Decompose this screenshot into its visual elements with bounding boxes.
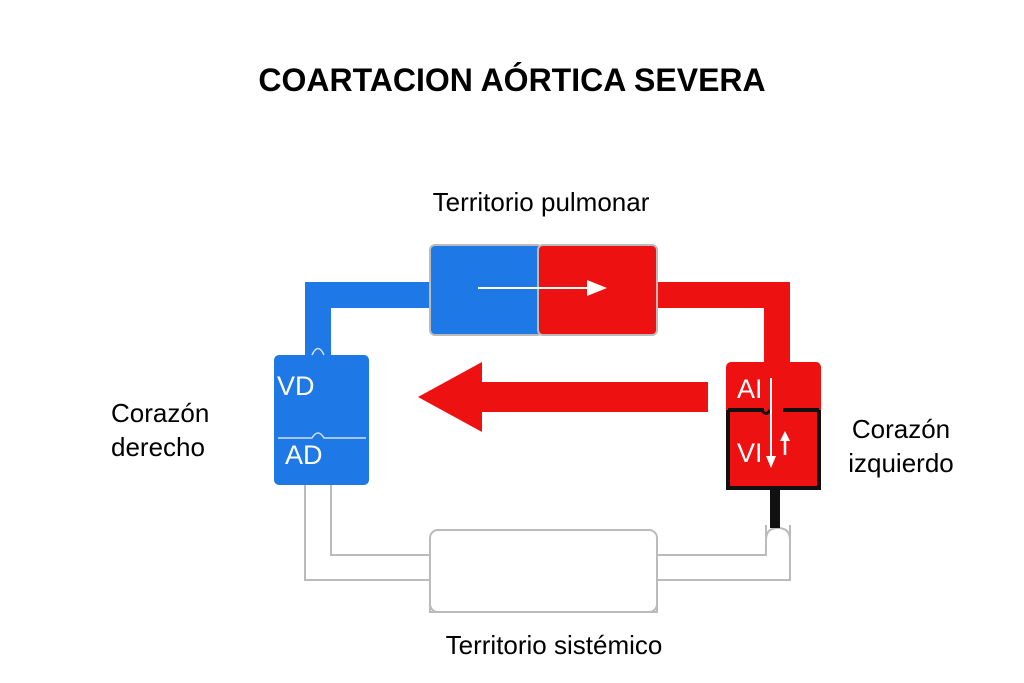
pulmonary-territory-label: Territorio pulmonar [432, 187, 650, 217]
left-ventricle-label: VI [737, 438, 763, 468]
systemic-territory-label: Territorio sistémico [445, 630, 663, 660]
mitral-valve-icon [760, 409, 772, 415]
pulmonary-territory-box [429, 244, 658, 336]
right-heart: VD AD [274, 347, 369, 485]
left-heart: AI VI [726, 362, 821, 490]
right-heart-body [274, 355, 369, 485]
pulmonary-artery-pipe [305, 282, 432, 358]
right-atrium-label: AD [285, 440, 323, 470]
left-heart-label-line2: izquierdo [848, 448, 954, 478]
systemic-circuit [304, 485, 791, 613]
right-heart-label-line2: derecho [111, 432, 205, 462]
left-heart-label-line1: Corazón [851, 414, 951, 444]
right-ventricle-label: VD [277, 371, 315, 401]
right-heart-label: Corazón derecho [111, 396, 209, 464]
pulmonary-valve-icon [311, 347, 325, 356]
left-heart-label: Corazón izquierdo [835, 412, 967, 480]
left-atrium-label: AI [737, 374, 763, 404]
tricuspid-valve-icon [278, 432, 366, 439]
right-heart-label-line1: Corazón [111, 398, 210, 428]
aortic-obstruction [770, 488, 780, 528]
systemic-territory-box [429, 529, 658, 613]
diagram-title: COARTACION AÓRTICA SEVERA [258, 62, 766, 98]
pulmonary-vein-pipe [655, 282, 790, 366]
shunt-arrow-icon [418, 362, 708, 432]
